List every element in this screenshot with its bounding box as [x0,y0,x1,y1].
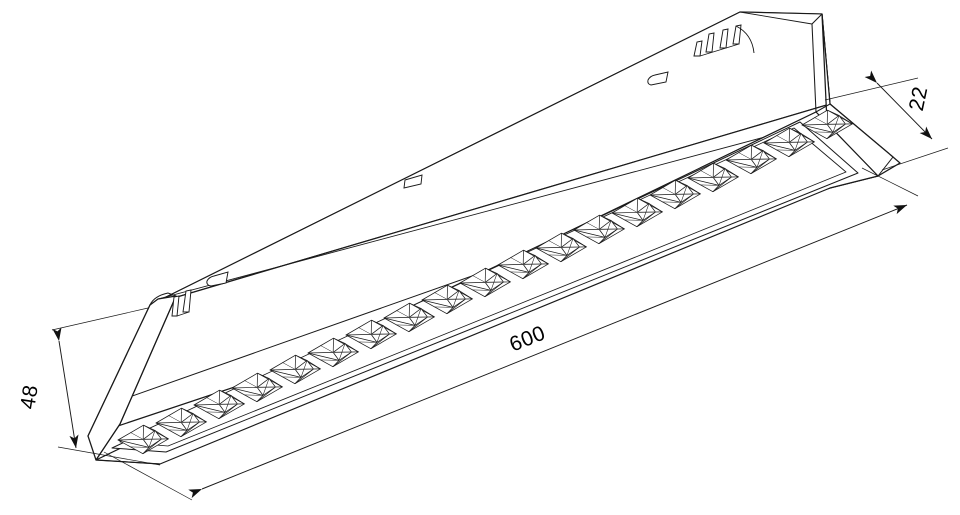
side-slot-right [647,71,669,86]
mounting-tab-bridge [176,311,190,317]
extension-line-48-top [51,307,149,331]
mounting-tab-1 [171,295,180,317]
extension-line-22-bottom [881,147,949,171]
contact-pin-3 [719,28,729,49]
extension-line-600-left [103,451,193,501]
contact-pin-bridge [699,43,740,57]
luminaire-housing [87,11,901,461]
housing-left-endcap-inner [95,295,177,461]
dimension-line-22 [864,70,933,140]
dimension-height-48: 48 [16,307,161,466]
contact-pin-1 [693,40,703,57]
contact-pin-arc [735,25,755,54]
track-contact-pin-group [693,24,755,57]
housing-right-endcap-edge-a [811,13,831,113]
contact-pin-2 [705,32,715,53]
dimension-line-48 [52,327,79,449]
dimension-label-22: 22 [905,84,933,113]
extension-line-600-right [861,167,919,197]
dimension-line-600 [188,204,908,499]
extension-line-48-bottom [57,446,161,466]
housing-left-endcap-round [149,292,177,306]
dimension-label-48: 48 [16,383,43,411]
housing-right-endcap-edge-c [877,156,894,177]
dimension-label-600: 600 [506,321,549,356]
side-slot-mid [403,174,423,189]
dimension-depth-22: 22 [824,70,949,171]
extension-line-22-top [824,77,919,101]
housing-right-endcap-edge-e [739,11,813,25]
contact-pin-4 [732,24,742,45]
